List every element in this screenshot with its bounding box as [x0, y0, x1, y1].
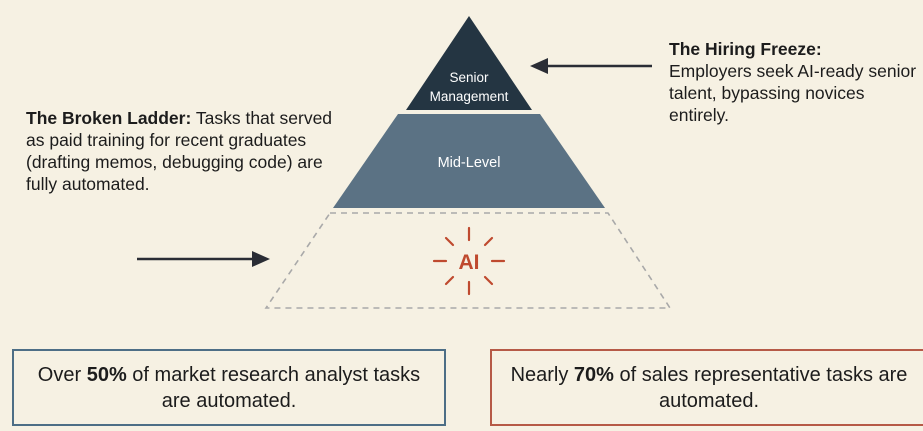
stat-prefix: Nearly [510, 363, 574, 386]
broken-ladder-note: The Broken Ladder: Tasks that served as … [26, 107, 346, 195]
senior-label-line2: Management [430, 89, 509, 104]
hiring-freeze-note: The Hiring Freeze: Employers seek AI-rea… [669, 38, 919, 126]
hiring-freeze-text: Employers seek AI-ready senior talent, b… [669, 61, 917, 125]
hiring-freeze-title: The Hiring Freeze: [669, 39, 822, 59]
senior-management-tier [406, 16, 532, 110]
market-research-stat-text: Over 50% of market research analyst task… [28, 362, 430, 414]
sales-rep-stat-box: Nearly 70% of sales representative tasks… [490, 349, 923, 426]
mid-level-tier [333, 114, 605, 208]
stat-prefix: Over [37, 363, 87, 386]
stat-highlight: 50% [86, 363, 127, 386]
broken-ladder-text: Tasks that served as paid training for r… [26, 108, 333, 194]
sales-rep-stat-text: Nearly 70% of sales representative tasks… [506, 362, 912, 414]
stat-suffix: of market research analyst tasks are aut… [126, 363, 421, 412]
stat-suffix: of sales representative tasks are automa… [613, 363, 908, 412]
ai-label: AI [459, 251, 480, 274]
mid-level-label: Mid-Level [438, 155, 501, 171]
market-research-stat-box: Over 50% of market research analyst task… [12, 349, 446, 426]
right-arrow-icon [137, 251, 270, 267]
broken-ladder-title: The Broken Ladder: [26, 108, 192, 128]
ai-burst-icon [432, 226, 506, 296]
senior-label-line1: Senior [449, 70, 489, 85]
left-arrow-icon [530, 58, 652, 74]
stat-highlight: 70% [573, 363, 614, 386]
